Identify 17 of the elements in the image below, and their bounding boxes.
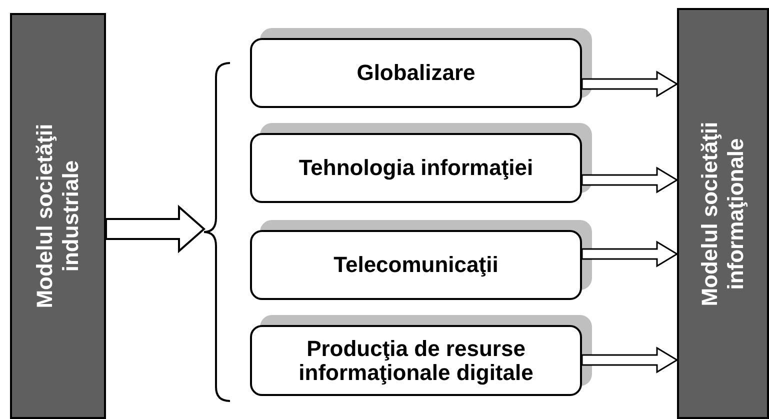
side-bar bbox=[677, 8, 769, 419]
arrow bbox=[581, 346, 678, 374]
side-bar bbox=[10, 13, 106, 419]
box-label: Globalizare bbox=[356, 61, 476, 85]
arrow bbox=[581, 240, 678, 268]
arrow bbox=[581, 70, 678, 98]
vertical-label: Modelul societăţii industriale bbox=[32, 122, 84, 310]
arrow bbox=[581, 166, 678, 194]
box-label: Tehnologia informaţiei bbox=[298, 156, 534, 180]
box-label: Producţia de resurse informaţionale digitale bbox=[298, 336, 534, 384]
box-label: Telecomunicaţii bbox=[332, 253, 500, 277]
rounded-box bbox=[250, 325, 582, 396]
arrow bbox=[105, 204, 206, 254]
rounded-box bbox=[250, 38, 582, 108]
rounded-box bbox=[250, 133, 582, 203]
vertical-label: Modelul societăţii informaţionale bbox=[697, 120, 749, 308]
rounded-box bbox=[250, 230, 582, 300]
